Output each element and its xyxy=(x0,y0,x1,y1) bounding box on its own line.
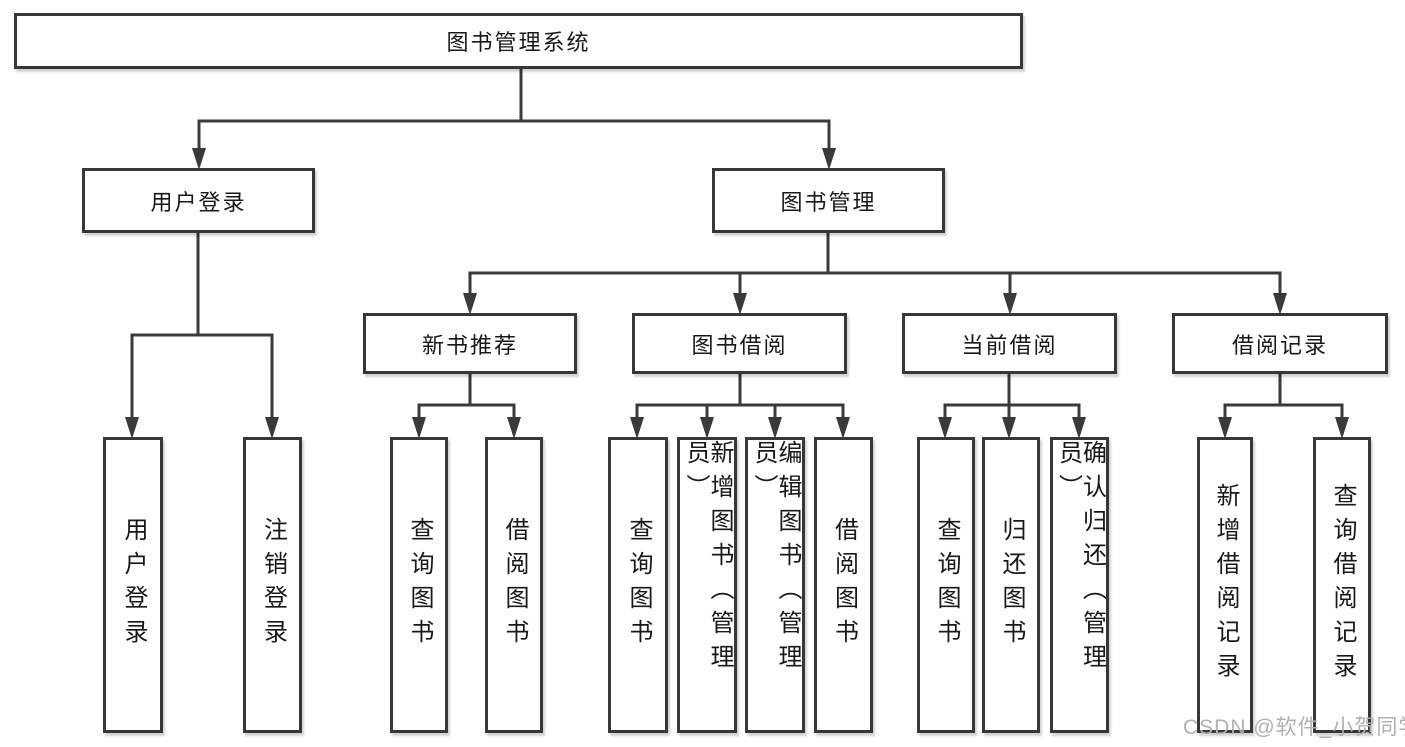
arrowhead-icon xyxy=(630,417,644,439)
leaf-edit-book-admin: 编辑图书（管理员） xyxy=(745,437,805,733)
arrowhead-icon xyxy=(700,417,714,439)
leaf-user-login: 用户登录 xyxy=(103,437,163,733)
arrowhead-icon xyxy=(412,417,426,439)
edge-borrowing-records-children xyxy=(1218,374,1349,439)
leaf-query-borrow-record: 查询借阅记录 xyxy=(1313,437,1371,733)
leaf-confirm-return-admin: 确认归还（管理员） xyxy=(1050,437,1109,733)
arrowhead-icon xyxy=(822,148,836,170)
leaf-logout: 注销登录 xyxy=(243,437,302,733)
leaf-add-book-admin: 新增图书（管理员） xyxy=(677,437,737,733)
edge-user-login-children xyxy=(125,233,279,439)
leaf-query-books-borrowing: 查询图书 xyxy=(608,437,668,733)
arrowhead-icon xyxy=(1002,417,1016,439)
arrowhead-icon xyxy=(192,148,206,170)
arrowhead-icon xyxy=(1273,293,1287,315)
edge-book-management-children xyxy=(463,233,1287,315)
arrowhead-icon xyxy=(507,417,521,439)
node-new-book-recommend: 新书推荐 xyxy=(363,313,577,374)
arrowhead-icon xyxy=(1218,417,1232,439)
arrowhead-icon xyxy=(125,417,139,439)
arrowhead-icon xyxy=(265,417,279,439)
edge-new-book-recommend-children xyxy=(412,374,521,439)
node-book-borrowing: 图书借阅 xyxy=(632,313,847,374)
leaf-return-books: 归还图书 xyxy=(982,437,1040,733)
node-user-login: 用户登录 xyxy=(82,168,315,233)
edge-book-borrowing-children xyxy=(630,374,850,439)
leaf-borrow-books-borrowing: 借阅图书 xyxy=(814,437,873,733)
arrowhead-icon xyxy=(463,293,477,315)
leaf-borrow-books-recommend: 借阅图书 xyxy=(485,437,543,733)
leaf-add-borrow-record: 新增借阅记录 xyxy=(1197,437,1253,733)
arrowhead-icon xyxy=(768,417,782,439)
arrowhead-icon xyxy=(938,417,952,439)
leaf-query-books-recommend: 查询图书 xyxy=(390,437,448,733)
arrowhead-icon xyxy=(1335,417,1349,439)
edge-current-borrowing-children xyxy=(938,374,1086,439)
node-current-borrowing: 当前借阅 xyxy=(902,313,1117,374)
arrowhead-icon xyxy=(1003,293,1017,315)
arrowhead-icon xyxy=(1072,417,1086,439)
arrowhead-icon xyxy=(836,417,850,439)
node-book-management: 图书管理 xyxy=(712,168,945,233)
arrowhead-icon xyxy=(733,293,747,315)
edge-root-to-level2 xyxy=(192,69,836,170)
watermark: CSDN @软件_小贺同学 xyxy=(1183,716,1405,739)
leaf-query-books-current: 查询图书 xyxy=(917,437,975,733)
node-root: 图书管理系统 xyxy=(14,13,1023,69)
node-borrowing-records: 借阅记录 xyxy=(1172,313,1388,374)
